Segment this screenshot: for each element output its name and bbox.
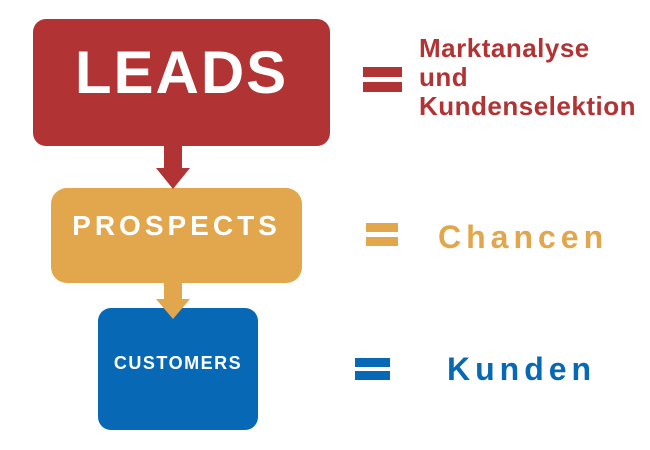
definition-line: Marktanalyse (419, 33, 590, 63)
down-arrow-icon (156, 283, 190, 319)
equals-bar (355, 358, 390, 367)
leads-definition-text: Marktanalyse und Kundenselektion (419, 34, 636, 121)
definition-line: Kunden (447, 351, 597, 387)
customers-definition-text: Kunden (447, 353, 596, 385)
definition-line: Kundenselektion (419, 91, 636, 121)
customers-box-label: CUSTOMERS (113, 353, 243, 373)
definition-line: und (419, 62, 469, 92)
down-arrow-icon (156, 146, 190, 189)
leads-box: LEADS (33, 19, 330, 146)
equals-bar (366, 223, 398, 232)
prospects-definition-text: Chancen (438, 221, 608, 253)
equals-bar (363, 82, 402, 92)
leads-box-label: LEADS (74, 39, 289, 106)
customers-box: CUSTOMERS (98, 308, 258, 430)
equals-icon (363, 67, 402, 92)
definition-line: Chancen (438, 219, 609, 255)
prospects-box: PROSPECTS (51, 188, 302, 283)
equals-bar (355, 371, 390, 380)
prospects-box-label: PROSPECTS (72, 210, 281, 241)
equals-bar (363, 67, 402, 77)
equals-bar (366, 237, 398, 246)
equals-icon (366, 223, 398, 246)
equals-icon (355, 358, 390, 380)
